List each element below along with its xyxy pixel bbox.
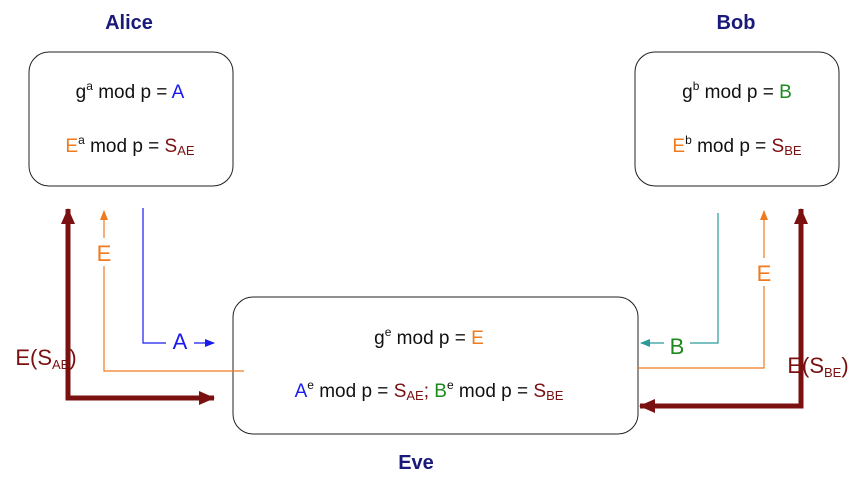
eve-box xyxy=(232,296,639,435)
eve-to-bob-label: E xyxy=(757,261,772,286)
eve-title: Eve xyxy=(398,452,434,474)
eve-shared-secrets-equation: Ae mod p = SAE; Be mod p = SBE xyxy=(295,378,564,403)
alice-to-eve-arrow xyxy=(142,208,215,347)
bob-public-key-equation: gb mod p = B xyxy=(682,79,792,103)
bob-to-eve-label: B xyxy=(670,334,685,359)
alice-to-eve-label-bg xyxy=(166,328,194,354)
alice-public-key-equation: ga mod p = A xyxy=(76,79,185,103)
alice-box xyxy=(28,51,234,187)
alice-shared-secret-equation: Ea mod p = SAE xyxy=(65,133,194,158)
bob-to-eve-encrypted-arrow xyxy=(639,338,804,413)
alice-to-eve-label: A xyxy=(173,329,188,354)
bob-title: Bob xyxy=(717,12,756,34)
eve-to-alice-label: E xyxy=(97,241,112,266)
bob-box xyxy=(634,51,840,187)
eve-to-bob-label-bg xyxy=(752,258,776,286)
alice-to-eve-encrypted-arrow xyxy=(65,338,215,405)
right-encrypted-label: E(SBE) xyxy=(787,353,848,380)
alice-title: Alice xyxy=(105,12,153,34)
eve-to-alice-label-bg xyxy=(92,238,116,266)
bob-to-eve-label-bg xyxy=(664,333,690,359)
bob-to-eve-arrow xyxy=(640,213,719,347)
eve-public-key-equation: ge mod p = E xyxy=(374,325,484,349)
left-encrypted-label: E(SAE) xyxy=(15,345,76,372)
bob-shared-secret-equation: Eb mod p = SBE xyxy=(672,133,801,158)
eve-to-bob-arrow xyxy=(638,210,768,369)
